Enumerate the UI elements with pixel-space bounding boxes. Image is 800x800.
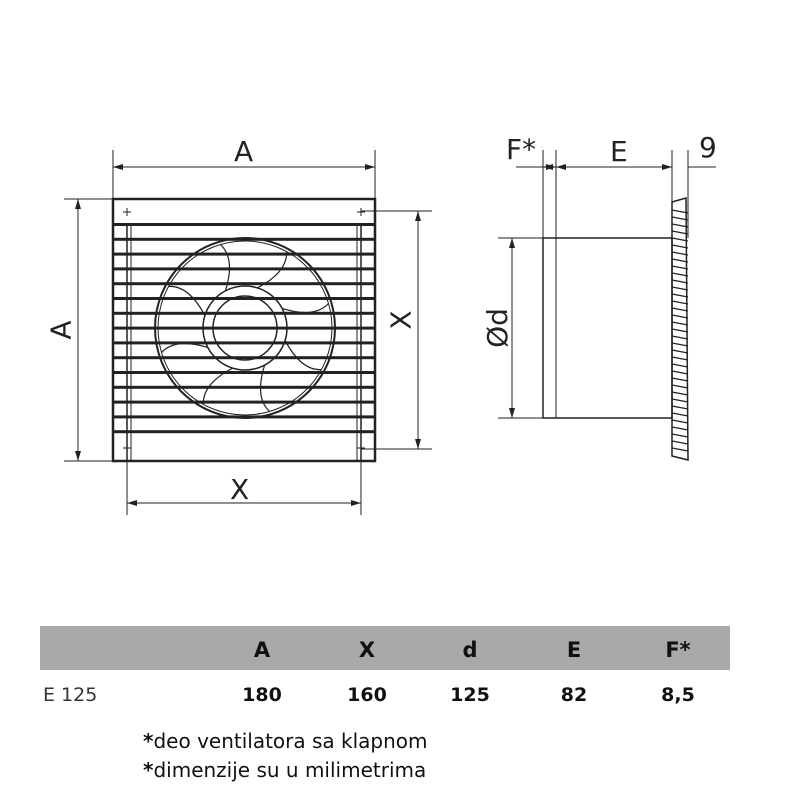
grille-slat-side: [671, 377, 689, 382]
grille-slat-side: [671, 272, 689, 277]
grille-slat-side: [671, 209, 689, 214]
grille-slat-side: [671, 251, 689, 256]
grille-slat: [114, 341, 374, 345]
fan-body-side: [542, 237, 673, 419]
grille-slat-side: [671, 349, 689, 354]
grille-slat-side: [671, 293, 689, 298]
grille-slat-side: [671, 307, 689, 312]
arrowhead: [351, 500, 361, 506]
side-e-label: E: [610, 135, 628, 168]
fan-blade: [168, 285, 206, 316]
grille-slat-side: [671, 412, 689, 417]
arrowhead: [113, 164, 123, 170]
grille-slat: [114, 371, 374, 374]
asterisk: *: [143, 729, 154, 753]
front-mount-width-label: X: [230, 473, 250, 506]
grille-slat-side: [671, 398, 689, 403]
grille-slat: [114, 252, 374, 256]
arrowhead: [415, 211, 421, 221]
header-f: F*: [665, 638, 691, 662]
grille-slat-side: [671, 363, 689, 368]
grille-slat: [114, 356, 374, 360]
grille-slat-side: [671, 433, 689, 438]
grille-slat-side: [671, 279, 689, 284]
grille-slat: [114, 282, 374, 286]
arrowhead: [556, 164, 566, 170]
grille-slat-side: [671, 286, 689, 291]
grille-slat-side: [671, 440, 689, 445]
grille-slat-side: [671, 216, 689, 221]
grille-slat-side: [671, 328, 689, 333]
fan-blade: [220, 244, 231, 292]
front-width-label: A: [234, 135, 254, 168]
header-e: E: [566, 638, 582, 662]
grille-slat-side: [671, 391, 689, 396]
footnote-text: dimenzije su u milimetrima: [153, 758, 427, 782]
grille-slat-side: [671, 384, 689, 389]
arrowhead: [365, 164, 375, 170]
value-e: 82: [560, 684, 588, 706]
grille-slat: [114, 385, 374, 389]
arrowhead: [127, 500, 137, 506]
fan-blade: [161, 342, 209, 353]
header-x: X: [358, 638, 376, 662]
footnote-2: *dimenzije su u milimetrima: [143, 758, 426, 782]
side-9-label: 9: [699, 131, 717, 164]
grille-slat: [114, 430, 374, 434]
grille-slat-side: [671, 405, 689, 410]
grille-slat-side: [671, 314, 689, 319]
front-height-label: A: [44, 320, 78, 340]
footnote-text: deo ventilatora sa klapnom: [153, 729, 428, 753]
grille-slat-side: [671, 230, 689, 235]
arrowhead: [509, 408, 515, 418]
grille-slat-side: [671, 335, 689, 340]
arrowhead: [543, 164, 553, 170]
grille-slat-side: [671, 447, 689, 452]
header-d: d: [462, 638, 478, 662]
front-grille-frame: [111, 197, 377, 463]
fan-blade: [284, 340, 322, 371]
grille-slat-side: [671, 265, 689, 270]
grille-slat-side: [671, 321, 689, 326]
grille-slat-side: [671, 342, 689, 347]
side-f-label: F*: [506, 133, 537, 166]
arrowhead: [415, 439, 421, 449]
value-x: 160: [347, 684, 387, 706]
grille-slat-side: [671, 370, 689, 375]
arrowhead: [75, 451, 81, 461]
side-diameter-label: Ød: [480, 308, 514, 348]
grille-slat-side: [671, 258, 689, 263]
grille-slat: [114, 223, 374, 226]
grille-slat-side: [671, 223, 689, 228]
grille-slat-side: [671, 244, 689, 249]
arrowhead: [662, 164, 672, 170]
header-a: A: [253, 638, 271, 662]
grille-slat: [114, 326, 374, 330]
grille-slat: [114, 311, 374, 315]
grille-slat-side: [671, 237, 689, 242]
grille-slat: [114, 297, 374, 300]
grille-slat-side: [671, 419, 689, 424]
grille-slat-side: [671, 300, 689, 305]
front-mount-height-label: X: [384, 310, 418, 330]
grille-slat: [114, 237, 374, 241]
grille-slat-side: [671, 426, 689, 431]
table-header-band: [40, 626, 730, 670]
value-d: 125: [450, 684, 490, 706]
grille-slat: [114, 267, 374, 271]
fan-blade: [281, 303, 329, 314]
grille-slat: [114, 415, 374, 419]
fan-blade: [259, 364, 270, 412]
model-name: E 125: [43, 684, 98, 706]
footnote-1: *deo ventilatora sa klapnom: [143, 729, 428, 753]
grille-slat-side: [671, 356, 689, 361]
arrowhead: [75, 199, 81, 209]
value-f: 8,5: [661, 684, 695, 706]
grille-slat: [114, 400, 374, 404]
arrowhead: [509, 238, 515, 248]
value-a: 180: [242, 684, 282, 706]
asterisk: *: [143, 758, 154, 782]
